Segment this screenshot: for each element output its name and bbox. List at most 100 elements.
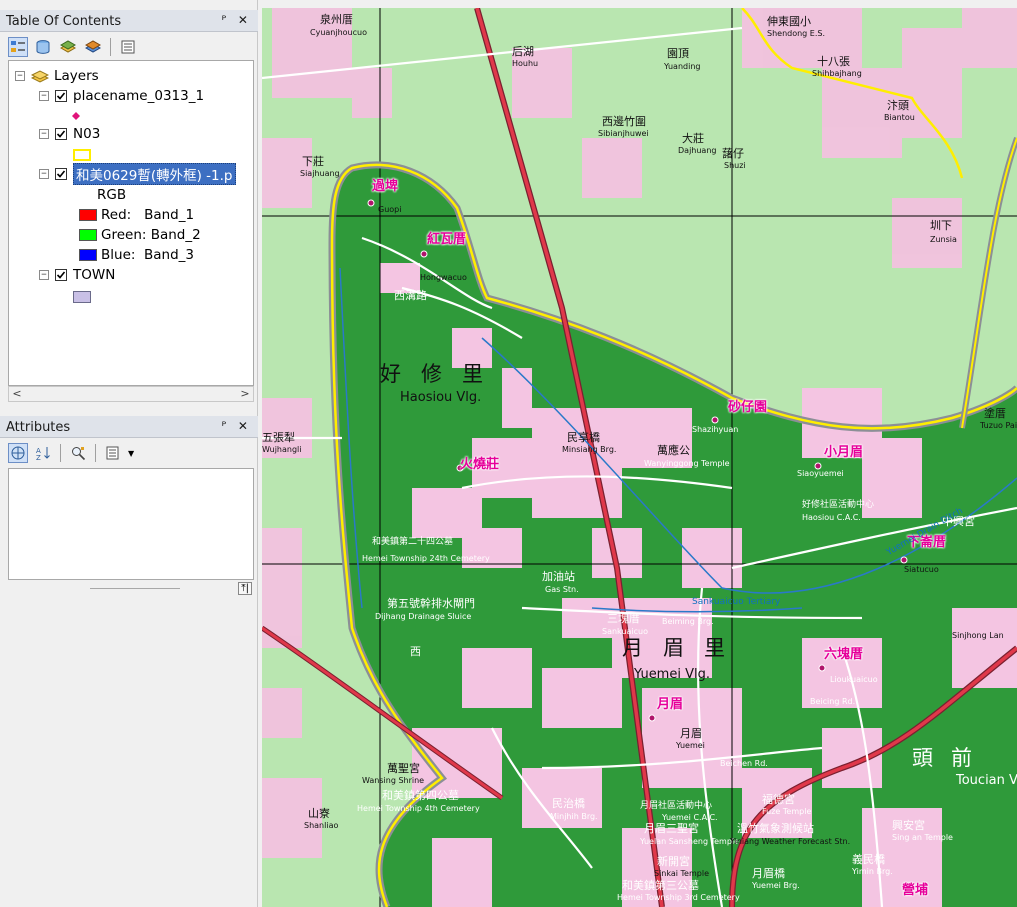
map-label: 溫竹氣象測候站 <box>737 822 814 835</box>
options-icon[interactable] <box>118 37 138 57</box>
list-by-drawing-order-icon[interactable] <box>8 37 28 57</box>
layer-name: TOWN <box>73 267 116 283</box>
map-label: Hemei Township 4th Cemetery <box>357 804 480 813</box>
options-dropdown-icon[interactable] <box>103 443 123 463</box>
collapse-icon[interactable]: − <box>39 129 49 139</box>
toc-horizontal-scrollbar[interactable]: < > <box>8 386 254 402</box>
map-label: Beichen Rd. <box>720 759 768 768</box>
map-label: Yuemei Brg. <box>752 881 800 890</box>
layer-name: N03 <box>73 126 101 142</box>
toc-pane-buttons[interactable]: ᴾ ✕ <box>221 13 252 27</box>
attributes-panel <box>8 468 254 580</box>
list-by-visibility-icon[interactable] <box>58 37 78 57</box>
attributes-footer: ⤒| <box>8 582 254 596</box>
map-label: 圳下 <box>930 219 952 232</box>
toc-tree: − Layers − placename_0313_1 − N03 <box>8 60 254 386</box>
layer-row-town[interactable]: − TOWN <box>39 265 115 285</box>
map-label: Sing an Temple <box>892 833 953 842</box>
map-label: Yuemei <box>676 741 705 750</box>
map-label: 塗厝 <box>984 407 1006 420</box>
map-label: 十八張 <box>817 55 850 68</box>
map-label: 五張犁 <box>262 431 295 444</box>
map-label: 新開宮 <box>657 855 690 868</box>
map-label: Dajhuang <box>678 146 717 155</box>
attributes-pane-buttons[interactable]: ᴾ ✕ <box>221 419 252 433</box>
attributes-title: Attributes <box>6 420 71 435</box>
map-label: 小月眉 <box>824 445 864 460</box>
left-dock: Table Of Contents ᴾ ✕ <box>0 0 258 907</box>
map-label: Wanyinggong Temple <box>644 459 730 468</box>
tree-root-label: Layers <box>54 68 99 84</box>
layer-name-selected[interactable]: 和美0629暫(轉外框) -1.p <box>73 163 236 185</box>
chevron-down-icon[interactable]: ▼ <box>128 448 135 458</box>
map-label: 義民橋 <box>852 853 885 866</box>
village-name: 好修里 <box>380 362 503 386</box>
collapse-icon[interactable]: − <box>15 71 25 81</box>
list-by-source-icon[interactable] <box>33 37 53 57</box>
renderer-text: RGB <box>97 187 127 203</box>
map-label: 民治橋 <box>552 797 585 810</box>
toolbar-separator <box>60 444 61 462</box>
collapse-icon[interactable]: − <box>39 270 49 280</box>
layer-visibility-checkbox[interactable] <box>55 128 67 140</box>
point-symbol-icon <box>72 112 80 120</box>
map-label: 下崙厝 <box>907 535 947 550</box>
svg-text:A: A <box>36 447 41 455</box>
map-label: Yuemei C.A.C. <box>662 813 718 822</box>
layer-visibility-checkbox[interactable] <box>55 168 67 180</box>
map-label: 園頂 <box>667 47 689 60</box>
map-label: 西 <box>410 645 421 658</box>
map-label: Houhu <box>512 59 539 68</box>
map-label: Siajhuang <box>300 169 340 178</box>
map-label: Yiniang Weather Forecast Stn. <box>730 837 851 846</box>
map-label: Cyuanjhoucuo <box>310 28 367 37</box>
map-label: Minjhih Brg. <box>550 812 598 821</box>
map-label: Sibianjhuwei <box>598 129 649 138</box>
toc-toolbar <box>0 34 258 60</box>
polygon-outline-symbol-icon <box>73 149 91 161</box>
renderer-label: RGB <box>97 185 126 205</box>
zoom-to-icon[interactable] <box>68 443 88 463</box>
layer-name: placename_0313_1 <box>73 88 205 104</box>
map-label: Hemei Township 3rd Cemetery <box>617 893 740 902</box>
map-label: Yimin Brg. <box>852 867 893 876</box>
map-label: 第五號幹排水閘門 <box>387 597 475 610</box>
map-label: Yuanding <box>664 62 701 71</box>
map-label: Wujhangli <box>262 445 302 454</box>
map-label: 和美鎮第二十四公墓 <box>372 537 454 547</box>
scroll-left-icon[interactable]: < <box>12 387 22 400</box>
map-label: 月眉橋 <box>752 867 785 880</box>
map-label: 大莊 <box>682 132 704 145</box>
band-row-red: Red: Band_1 <box>79 205 194 225</box>
collapse-icon[interactable]: − <box>39 91 49 101</box>
map-label: 營埔 <box>902 883 929 898</box>
layer-row-n03[interactable]: − N03 <box>39 124 100 144</box>
map-label: Siaoyuemei <box>797 469 844 478</box>
band-row-green: Green: Band_2 <box>79 225 201 245</box>
scroll-right-icon[interactable]: > <box>240 387 250 400</box>
map-label: 西邊竹圍 <box>602 115 646 128</box>
collapse-icon[interactable]: − <box>39 169 49 179</box>
red-swatch-icon <box>79 209 97 221</box>
legend-symbol-town <box>73 287 91 307</box>
map-label: 和美鎮第三公墓 <box>622 879 699 892</box>
layer-row-raster[interactable]: − 和美0629暫(轉外框) -1.p <box>39 163 236 185</box>
table-icon[interactable] <box>8 443 28 463</box>
map-label: 和美鎮第四公墓 <box>382 789 459 802</box>
map-label: Sankuaicuo <box>602 627 648 636</box>
attributes-footer-buttons[interactable]: ⤒| <box>238 582 252 595</box>
layer-visibility-checkbox[interactable] <box>55 269 67 281</box>
map-label: 六塊厝 <box>824 647 864 662</box>
village-name-en: Toucian V <box>956 773 1017 788</box>
map-view[interactable]: 泉州厝 Cyuanjhoucuo 后湖 Houhu 園頂 Yuanding 伸東… <box>262 8 1017 907</box>
layer-visibility-checkbox[interactable] <box>55 90 67 102</box>
layers-icon <box>31 70 49 83</box>
tree-root-layers[interactable]: − Layers <box>15 66 99 86</box>
map-label: Guopi <box>378 205 402 214</box>
map-label: 福德宮 <box>762 793 795 806</box>
map-label: 藷仔 <box>722 147 744 160</box>
layer-row-placename[interactable]: − placename_0313_1 <box>39 86 204 106</box>
list-by-selection-icon[interactable] <box>83 37 103 57</box>
splitter-line[interactable] <box>90 588 180 589</box>
